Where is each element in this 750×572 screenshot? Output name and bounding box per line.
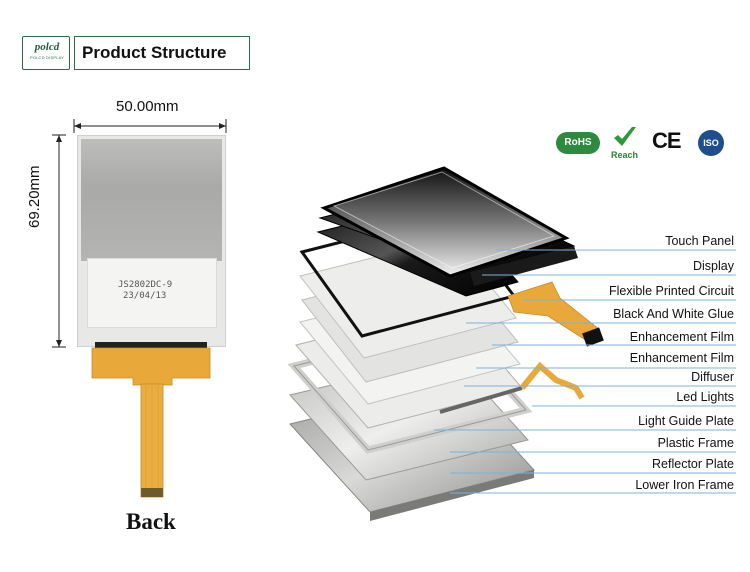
reach-badge-label: Reach <box>611 150 639 160</box>
rohs-badge: RoHS <box>556 132 600 154</box>
label-plastic-frame: Plastic Frame <box>657 436 734 450</box>
label-flexible-printed-circuit: Flexible Printed Circuit <box>608 284 734 298</box>
reach-check-icon <box>614 127 636 146</box>
label-light-guide-plate: Light Guide Plate <box>638 414 734 428</box>
serial-sticker <box>87 258 217 328</box>
logo-subtext: POLCD DISPLAY <box>29 55 65 60</box>
label-led-lights: Led Lights <box>676 390 734 404</box>
logo-box <box>22 36 70 70</box>
layer-touch-panel <box>320 166 570 278</box>
sticker-date-text: 23/04/13 <box>123 291 167 301</box>
label-enhancement-film-1: Enhancement Film <box>629 330 734 344</box>
label-enhancement-film-2: Enhancement Film <box>629 351 734 365</box>
label-black-white-glue: Black And White Glue <box>613 307 734 321</box>
logo: polcd <box>34 41 60 53</box>
label-display: Display <box>693 259 734 273</box>
ce-mark: CE <box>652 128 682 153</box>
iso-badge: ISO <box>698 130 724 156</box>
sticker-model-text: JS2802DC-9 <box>118 280 173 290</box>
page-title: Product Structure <box>82 43 227 62</box>
label-diffuser: Diffuser <box>691 370 734 384</box>
back-caption: Back <box>126 509 176 534</box>
title-frame <box>74 36 250 70</box>
label-reflector-plate: Reflector Plate <box>652 457 734 471</box>
metal-backplate <box>81 139 222 261</box>
label-lower-iron-frame: Lower Iron Frame <box>635 478 734 492</box>
label-touch-panel: Touch Panel <box>665 234 734 248</box>
width-dimension: 50.00mm <box>116 98 179 115</box>
